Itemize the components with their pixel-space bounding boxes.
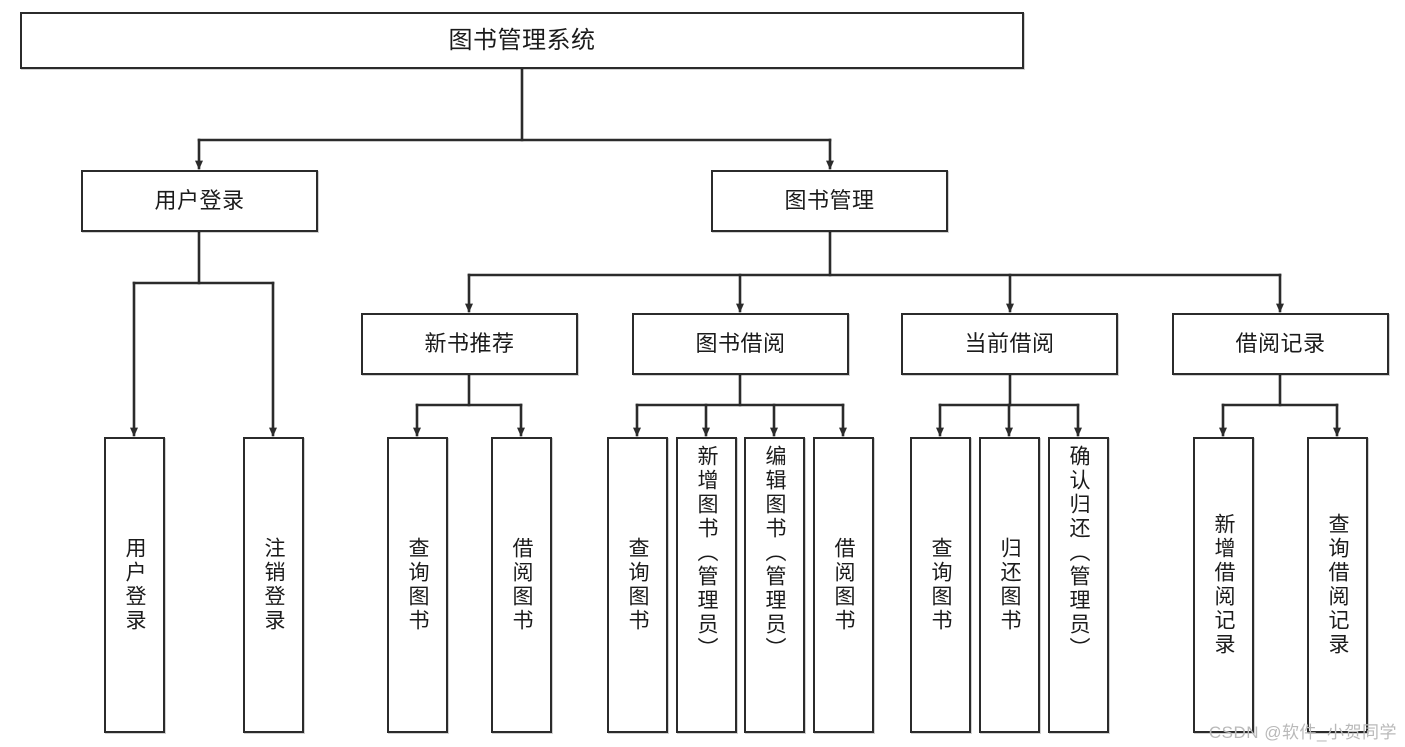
node-user-login-label: 用户登录 [154, 188, 245, 214]
node-root-book-management-system[interactable]: 图书管理系统 [20, 12, 1024, 69]
node-root-label: 图书管理系统 [448, 26, 596, 54]
node-book-management[interactable]: 图书管理 [711, 170, 948, 232]
node-leaf-logout-label: 注销登录 [262, 537, 285, 633]
node-leaf-add-borrow-record-label: 新增借阅记录 [1212, 513, 1235, 657]
node-leaf-logout[interactable]: 注销登录 [243, 437, 304, 733]
node-leaf-add-book-admin[interactable]: 新增图书（管理员） [676, 437, 737, 733]
node-leaf-borrow-book-new[interactable]: 借阅图书 [491, 437, 552, 733]
node-leaf-edit-book-admin-label: 编辑图书（管理员） [763, 445, 786, 661]
node-current-borrowing[interactable]: 当前借阅 [901, 313, 1118, 375]
node-user-login[interactable]: 用户登录 [81, 170, 318, 232]
node-leaf-return-book[interactable]: 归还图书 [979, 437, 1040, 733]
node-leaf-query-book-current-label: 查询图书 [929, 537, 952, 633]
node-leaf-query-borrow-record-label: 查询借阅记录 [1326, 513, 1349, 657]
node-leaf-user-login[interactable]: 用户登录 [104, 437, 165, 733]
node-current-borrowing-label: 当前借阅 [964, 331, 1055, 357]
node-leaf-query-book-borrow[interactable]: 查询图书 [607, 437, 668, 733]
node-leaf-borrow-book[interactable]: 借阅图书 [813, 437, 874, 733]
node-leaf-borrow-book-new-label: 借阅图书 [510, 537, 533, 633]
node-book-borrowing[interactable]: 图书借阅 [632, 313, 849, 375]
node-leaf-query-book-new-label: 查询图书 [406, 537, 429, 633]
node-new-book-recommendation[interactable]: 新书推荐 [361, 313, 578, 375]
node-leaf-add-book-admin-label: 新增图书（管理员） [695, 445, 718, 661]
node-leaf-return-book-label: 归还图书 [998, 537, 1021, 633]
node-leaf-confirm-return-admin[interactable]: 确认归还（管理员） [1048, 437, 1109, 733]
node-leaf-borrow-book-label: 借阅图书 [832, 537, 855, 633]
node-borrowing-record-label: 借阅记录 [1235, 331, 1326, 357]
node-new-book-recommendation-label: 新书推荐 [424, 331, 515, 357]
node-leaf-query-book-current[interactable]: 查询图书 [910, 437, 971, 733]
node-book-borrowing-label: 图书借阅 [695, 331, 786, 357]
node-leaf-query-book-new[interactable]: 查询图书 [387, 437, 448, 733]
node-leaf-confirm-return-admin-label: 确认归还（管理员） [1067, 445, 1090, 661]
node-leaf-query-borrow-record[interactable]: 查询借阅记录 [1307, 437, 1368, 733]
node-leaf-edit-book-admin[interactable]: 编辑图书（管理员） [744, 437, 805, 733]
node-book-management-label: 图书管理 [784, 188, 875, 214]
node-leaf-query-book-borrow-label: 查询图书 [626, 537, 649, 633]
node-leaf-user-login-label: 用户登录 [123, 537, 146, 633]
node-borrowing-record[interactable]: 借阅记录 [1172, 313, 1389, 375]
node-leaf-add-borrow-record[interactable]: 新增借阅记录 [1193, 437, 1254, 733]
